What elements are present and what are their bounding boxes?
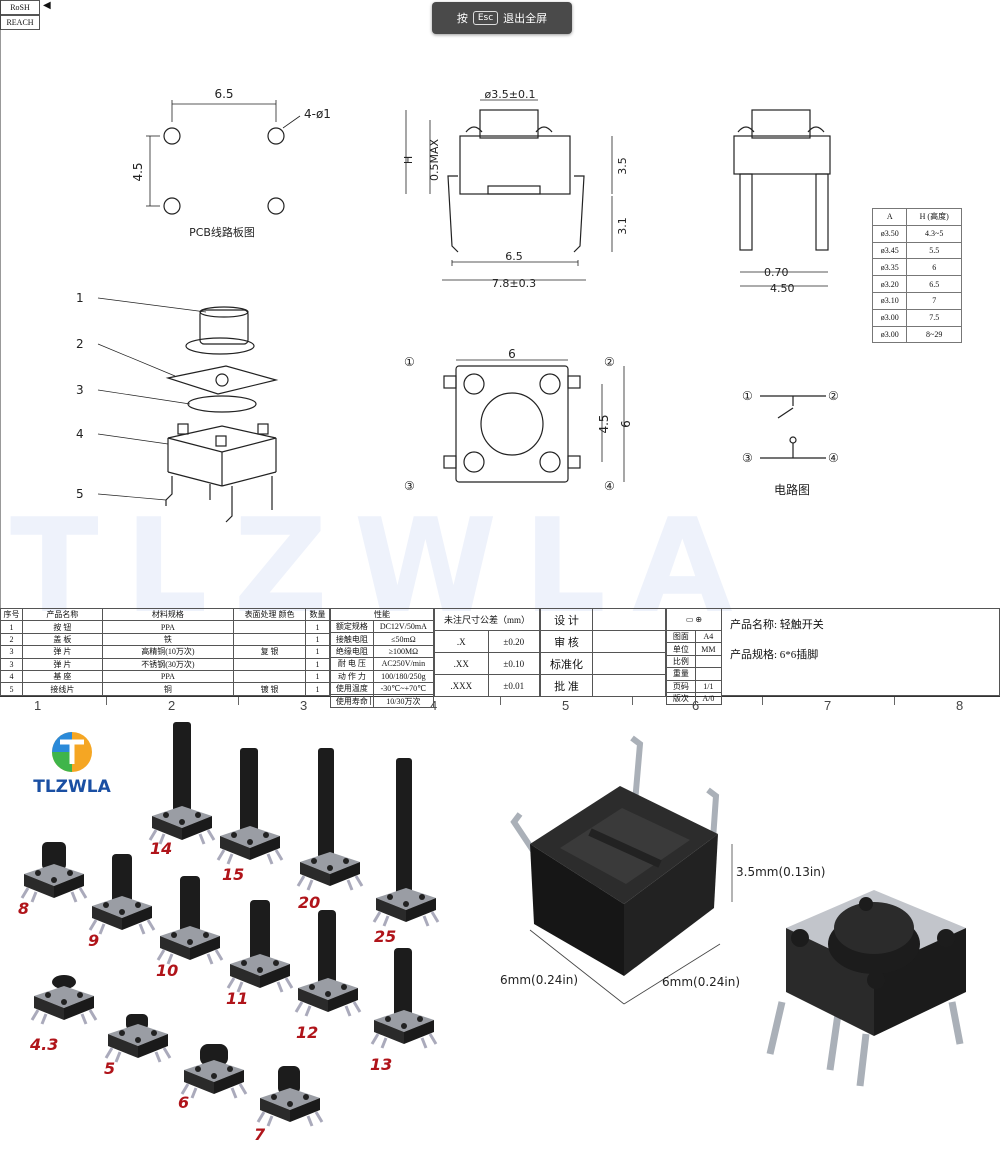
end-pin-span: 4.50 [770, 282, 795, 295]
circuit-caption: 电路图 [774, 482, 810, 497]
top-pin-4: ④ [604, 479, 615, 493]
brand-name: TLZWLA [33, 777, 111, 797]
switch-stem-13 [370, 948, 438, 1050]
circuit-pin-4: ④ [828, 451, 839, 465]
top-height: 6 [619, 420, 633, 428]
hint-after: 退出全屏 [503, 12, 548, 25]
product-photos: TLZWLA 14 15 20 25 8 9 10 11 12 13 4.3 5… [18, 722, 966, 1144]
stem-label-10: 10 [156, 961, 178, 980]
end-pin-w: 0.70 [764, 266, 789, 279]
switch-stem-6 [180, 1044, 248, 1100]
part-label-5: 5 [76, 487, 84, 501]
large-switch-photo [510, 735, 720, 976]
top-pin-1: ① [404, 355, 415, 369]
top-pin-pitch: 4.5 [597, 414, 611, 433]
top-pin-3: ③ [404, 479, 415, 493]
switch-stem-14 [148, 722, 216, 846]
switch-stem-25 [372, 758, 440, 928]
stem-label-13: 13 [370, 1055, 392, 1074]
side-body-h: 3.5 [616, 157, 629, 175]
product-name: 产品名称: 轻触开关 [730, 619, 824, 631]
circuit-pin-2: ② [828, 389, 839, 403]
photo-width-right: 6mm(0.24in) [662, 975, 740, 989]
side-inner-w: 6.5 [505, 250, 523, 263]
stem-label-15: 15 [222, 865, 244, 884]
stem-label-20: 20 [298, 893, 320, 912]
switch-stem-9 [88, 854, 156, 936]
product-spec: 产品规格: 6*6插脚 [730, 649, 819, 661]
part-label-1: 1 [76, 291, 84, 305]
rohs-tag: RoSH [0, 0, 40, 15]
side-height: H [402, 156, 415, 164]
pcb-holes: 4-ø1 [304, 107, 331, 121]
stem-label-5: 5 [104, 1059, 115, 1078]
part-label-3: 3 [76, 383, 84, 397]
side-outer-w: 7.8±0.3 [492, 277, 536, 290]
drawing-ruler: 1 2 3 4 5 6 7 8 [0, 696, 1000, 714]
hint-before: 按 [456, 12, 468, 25]
side-view [405, 99, 613, 281]
switch-stem-4-3 [30, 975, 98, 1026]
exit-fullscreen-hint[interactable]: 按 Esc 退出全屏 [432, 2, 572, 34]
circuit-pin-3: ③ [742, 451, 753, 465]
switch-stem-20 [296, 748, 364, 892]
switch-stem-10 [156, 876, 224, 966]
pcb-dim-v: 4.5 [131, 162, 145, 181]
stem-label-12: 12 [296, 1023, 318, 1042]
top-pin-2: ② [604, 355, 615, 369]
stem-label-9: 9 [88, 931, 99, 950]
switch-stem-11 [226, 900, 294, 994]
pcb-caption: PCB线路板图 [189, 225, 255, 239]
pcb-dim-h: 6.5 [214, 87, 233, 101]
esc-key[interactable]: Esc [472, 11, 499, 25]
end-view [733, 109, 831, 287]
stem-label-14: 14 [150, 839, 172, 858]
stem-label-25: 25 [374, 927, 396, 946]
stem-label-11: 11 [226, 989, 248, 1008]
pcb-layout [146, 100, 301, 215]
part-label-2: 2 [76, 337, 84, 351]
stem-label-7: 7 [254, 1125, 266, 1144]
switch-stem-15 [216, 748, 284, 866]
exploded-view [97, 297, 279, 523]
top-width: 6 [508, 347, 516, 361]
side-leg-h: 3.1 [616, 217, 629, 235]
reach-tag: REACH [0, 15, 40, 30]
technical-drawing: 6.5 4.5 4-ø1 PCB线路板图 1 2 3 4 5 ø3.5±0.1 … [0, 0, 839, 608]
stem-label-4-3: 4.3 [29, 1035, 58, 1054]
stem-label-6: 6 [178, 1093, 189, 1112]
cursor-arrow-icon: ◀ [43, 0, 51, 11]
side-cap-dia: ø3.5±0.1 [485, 88, 536, 101]
switch-stem-12 [294, 910, 362, 1018]
top-view [443, 359, 625, 483]
circuit-pin-1: ① [742, 389, 753, 403]
switch-stem-5 [104, 1014, 172, 1064]
projection-icon: ▭ ⊕ [666, 608, 722, 631]
circuit-diagram [760, 395, 826, 459]
part-label-4: 4 [76, 427, 84, 441]
photo-width-left: 6mm(0.24in) [500, 973, 578, 987]
tolerance-table: 未注尺寸公差（mm） .X±0.20 .XX±0.10 .XXX±0.01 [434, 608, 541, 697]
photo-height-dim: 3.5mm(0.13in) [736, 865, 825, 879]
switch-stem-7 [256, 1066, 324, 1128]
side-base-h: 0.5MAX [428, 139, 441, 182]
front-switch-photo [766, 890, 966, 1087]
stem-label-8: 8 [18, 899, 29, 918]
brand-logo [52, 732, 92, 772]
switch-stem-8 [20, 842, 88, 904]
approval-table: 设 计 审 核 标准化 批 准 [540, 608, 666, 697]
